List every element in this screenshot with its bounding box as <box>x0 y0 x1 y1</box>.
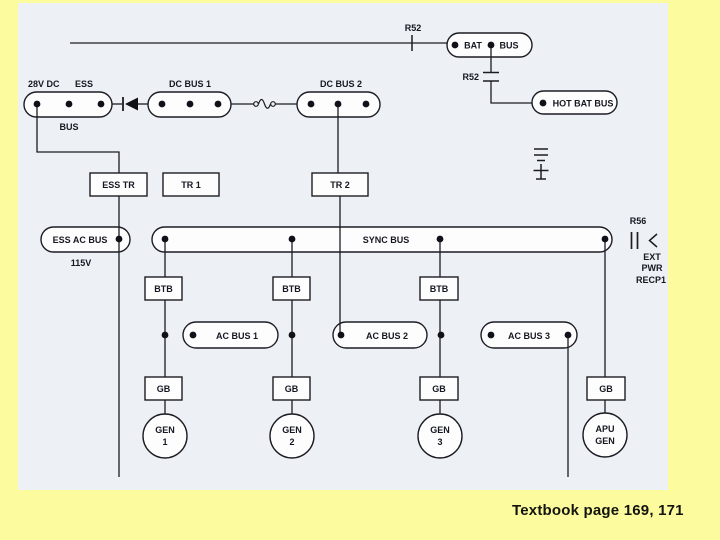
gb-1-label: GB <box>157 384 171 394</box>
gen-1-label-line2: 1 <box>162 437 167 447</box>
footer-textbook-reference: Textbook page 169, 171 <box>512 502 684 519</box>
r52-relay-label: R52 <box>462 72 479 82</box>
gen-1-circle <box>142 413 188 459</box>
btb-1-box <box>144 276 183 301</box>
gen-2-label-line2: 2 <box>289 437 294 447</box>
gb-1-box <box>144 376 183 401</box>
dc-bus-1-label: DC BUS 1 <box>169 79 211 89</box>
sync-bus-pill <box>151 226 613 253</box>
dc-bus-2-label: DC BUS 2 <box>320 79 362 89</box>
labels: R52 BAT BUS R52 HOT BAT BUS 28V DC ESS B… <box>28 23 666 447</box>
ext-pwr-line-3: RECP1 <box>636 275 666 285</box>
ac-bus-2-label: AC BUS 2 <box>366 331 408 341</box>
hot-bat-bus-label: HOT BAT BUS <box>553 99 614 109</box>
gen-3-label-line1: GEN <box>430 425 450 435</box>
wires <box>36 42 606 477</box>
ess-tr-label: ESS TR <box>102 180 135 190</box>
r56-ext-pwr-contact-icon <box>630 232 658 249</box>
tr-1-box <box>162 172 220 197</box>
ess-dc-bus-label-left: 28V DC <box>28 79 60 89</box>
gen-3-label-line2: 3 <box>437 437 442 447</box>
gen-3-circle <box>417 413 463 459</box>
r56-label: R56 <box>630 216 647 226</box>
ess-dc-bus-label-bottom: BUS <box>59 122 78 132</box>
wire-essbus-to-esstr <box>36 106 120 173</box>
ext-pwr-line-1: EXT <box>643 252 661 262</box>
r52-switch-label: R52 <box>405 23 422 33</box>
gb-3-box <box>419 376 459 401</box>
btb-1-label: BTB <box>154 284 173 294</box>
fuse-icon <box>253 98 276 109</box>
bus-shapes <box>23 32 628 459</box>
tr-1-label: TR 1 <box>181 180 201 190</box>
bat-bus-label-left: BAT <box>464 41 482 51</box>
gb-apu-box <box>586 376 626 401</box>
apu-gen-circle <box>582 412 628 458</box>
gb-2-label: GB <box>285 384 299 394</box>
junction-dots <box>33 41 609 339</box>
ess-ac-bus-voltage: 115V <box>71 258 92 268</box>
gen-1-label-line1: GEN <box>155 425 175 435</box>
apu-gen-label-line2: GEN <box>595 436 615 446</box>
ac-bus-3-label: AC BUS 3 <box>508 331 550 341</box>
gb-apu-label: GB <box>599 384 613 394</box>
diode-icon <box>122 97 138 111</box>
gen-2-label-line1: GEN <box>282 425 302 435</box>
ess-ac-bus-pill <box>40 226 131 253</box>
btb-3-box <box>419 276 459 301</box>
r52-relay-contact-icon <box>483 71 499 82</box>
btb-2-label: BTB <box>282 284 301 294</box>
bat-bus-label-right: BUS <box>499 41 518 51</box>
battery-ground-icon <box>533 148 549 180</box>
ext-pwr-line-2: PWR <box>642 263 663 273</box>
ess-dc-bus-label-right: ESS <box>75 79 93 89</box>
gen-2-circle <box>269 413 315 459</box>
ac-bus-1-pill <box>182 321 279 349</box>
btb-3-label: BTB <box>430 284 449 294</box>
ac-bus-2-pill <box>332 321 428 349</box>
apu-gen-label-line1: APU <box>595 424 614 434</box>
wire-relay-to-hotbat <box>490 81 532 104</box>
ac-bus-3-pill <box>480 321 578 349</box>
gb-3-label: GB <box>432 384 446 394</box>
ac-bus-1-label: AC BUS 1 <box>216 331 258 341</box>
tr-2-label: TR 2 <box>330 180 350 190</box>
sync-bus-label: SYNC BUS <box>363 235 410 245</box>
symbols <box>122 35 658 249</box>
ess-ac-bus-label: ESS AC BUS <box>53 235 108 245</box>
